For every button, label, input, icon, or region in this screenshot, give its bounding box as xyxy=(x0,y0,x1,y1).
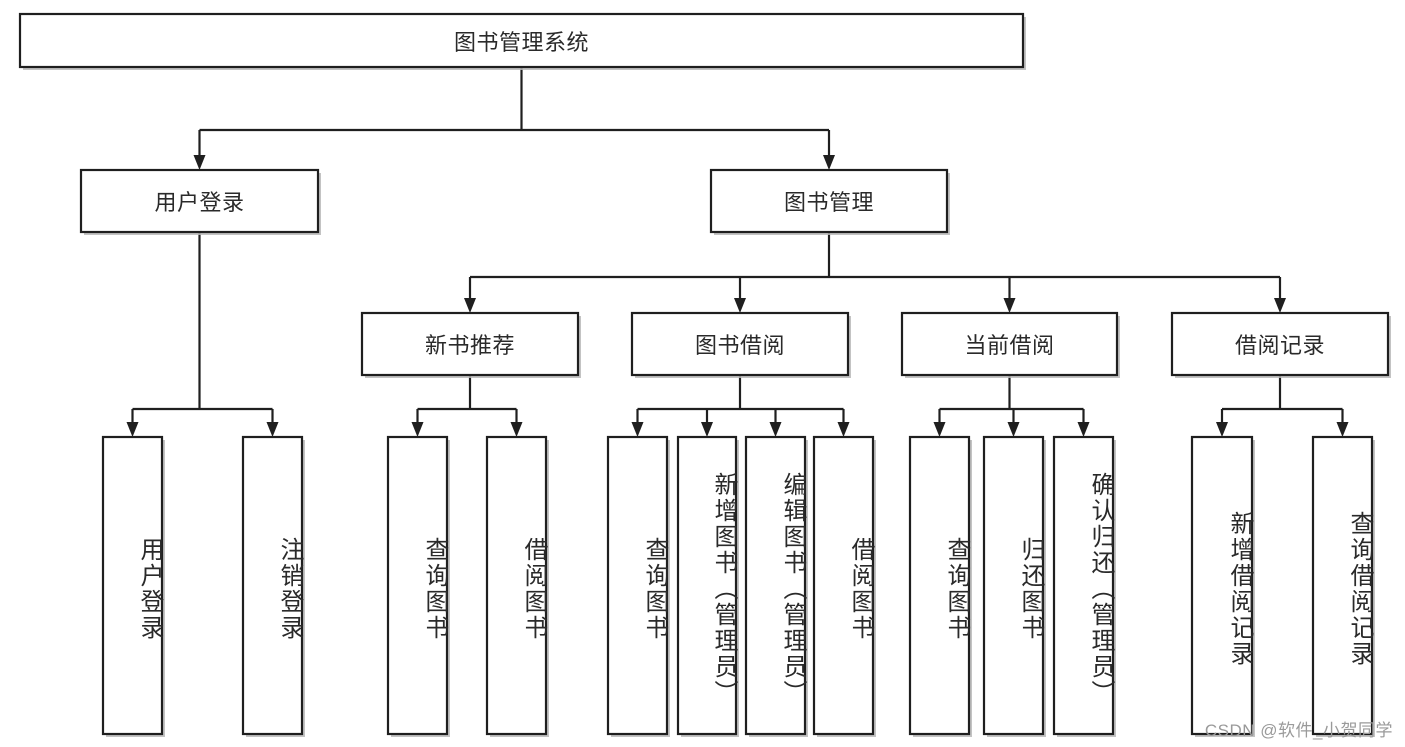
leaf-node-0[interactable] xyxy=(101,435,164,736)
watermark: CSDN @软件_小贺同学 xyxy=(1204,721,1393,740)
arrow-head-icon xyxy=(464,298,476,313)
arrow-head-icon xyxy=(1003,298,1016,313)
leaf-node-7[interactable] xyxy=(812,435,875,736)
leaf-node-5[interactable] xyxy=(676,435,738,736)
arrow-head-icon xyxy=(510,422,523,437)
level2-node-1[interactable] xyxy=(709,168,949,234)
arrow-head-icon xyxy=(1077,422,1090,437)
arrow-head-icon xyxy=(734,298,746,313)
root-node-library-system[interactable] xyxy=(18,12,1025,69)
leaf-node-9[interactable] xyxy=(982,435,1045,736)
leaf-node-4[interactable] xyxy=(606,435,669,736)
level3-node-0[interactable] xyxy=(360,311,580,377)
arrow-head-icon xyxy=(1216,422,1228,437)
leaf-node-6[interactable] xyxy=(744,435,807,736)
arrow-head-icon xyxy=(1336,422,1349,437)
arrow-head-icon xyxy=(1274,298,1286,313)
arrow-head-icon xyxy=(1007,422,1020,437)
arrow-head-icon xyxy=(411,422,424,437)
arrow-head-icon xyxy=(933,422,946,437)
leaf-node-11[interactable] xyxy=(1190,435,1254,736)
level2-node-0[interactable] xyxy=(79,168,320,234)
leaf-node-12[interactable] xyxy=(1311,435,1374,736)
level3-node-2[interactable] xyxy=(900,311,1119,377)
leaf-node-10[interactable] xyxy=(1052,435,1115,736)
arrow-head-icon xyxy=(837,422,850,437)
leaf-node-3[interactable] xyxy=(485,435,548,736)
arrow-head-icon xyxy=(266,422,279,437)
leaf-node-2[interactable] xyxy=(386,435,449,736)
box-layer xyxy=(18,12,1391,737)
level3-node-1[interactable] xyxy=(630,311,850,377)
arrow-head-icon xyxy=(193,155,206,170)
arrow-head-icon xyxy=(126,422,139,437)
arrow-head-icon xyxy=(769,422,782,437)
arrow-head-icon xyxy=(823,155,835,170)
level3-node-3[interactable] xyxy=(1170,311,1390,377)
arrow-head-icon xyxy=(631,422,644,437)
connector-layer xyxy=(126,67,1349,437)
leaf-node-1[interactable] xyxy=(241,435,304,736)
arrow-head-icon xyxy=(701,422,713,437)
leaf-node-8[interactable] xyxy=(908,435,971,736)
